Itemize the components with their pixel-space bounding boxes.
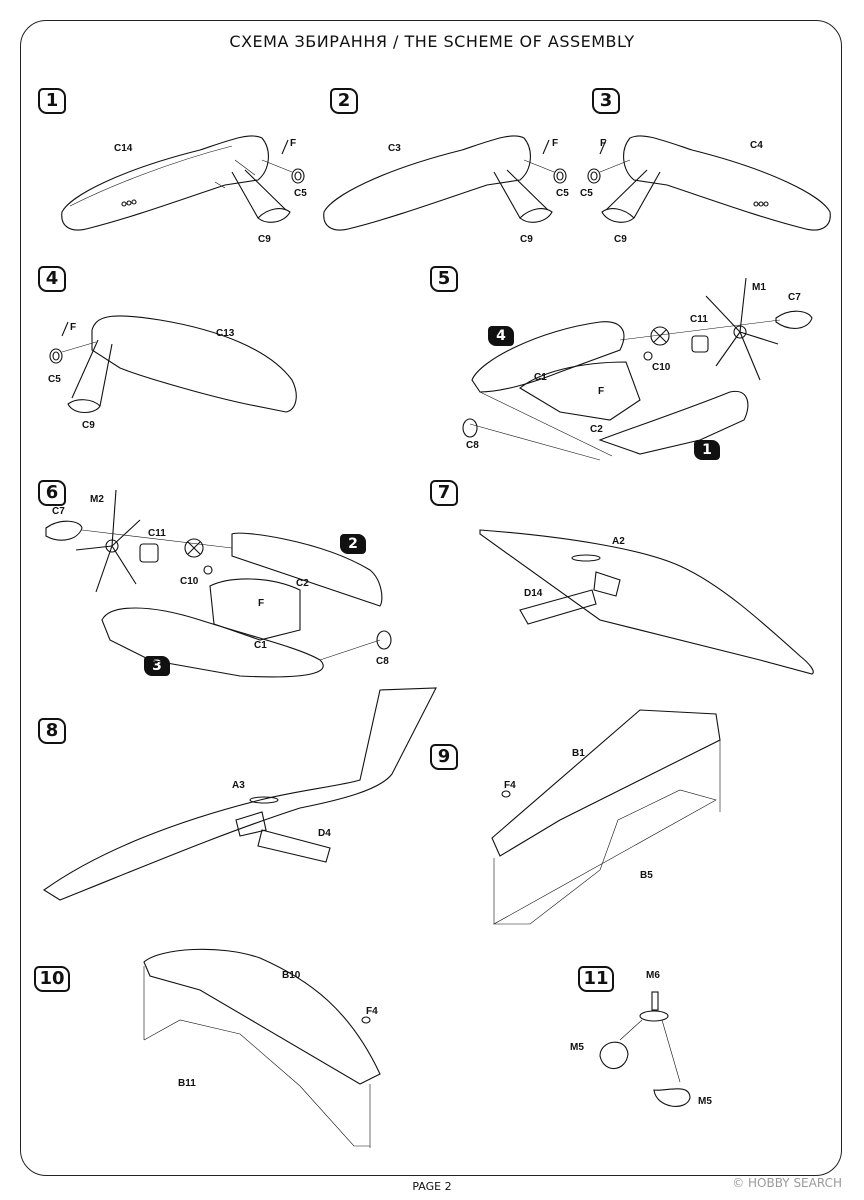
label-c1: C1: [254, 640, 267, 651]
step-4-number: 4: [38, 266, 66, 292]
label-m5: M5: [698, 1096, 712, 1107]
label-c8: C8: [466, 440, 479, 451]
label-c10: C10: [180, 576, 199, 587]
step-5-assembly-icon: [462, 277, 813, 461]
step-9-stabilizer-icon: [491, 709, 721, 925]
label-c11: C11: [148, 528, 166, 539]
label-c7: C7: [788, 292, 801, 303]
label-f4: F4: [366, 1006, 378, 1017]
step-6-number: 6: [38, 480, 66, 506]
label-m6: M6: [646, 970, 660, 981]
label-f: F: [552, 138, 559, 149]
label-c9: C9: [82, 420, 95, 431]
label-f: F: [290, 138, 297, 149]
page-title: СХЕМА ЗБИРАННЯ / THE SCHEME OF ASSEMBLY: [229, 32, 635, 51]
step-5-ref-1: 1: [694, 440, 720, 460]
label-c1: C1: [534, 372, 547, 383]
label-f: F: [258, 598, 265, 609]
step-5-ref-4: 4: [488, 326, 514, 346]
step-6-ref-2: 2: [340, 534, 366, 554]
step-10-number: 10: [34, 966, 70, 992]
step-2-number: 2: [330, 88, 358, 114]
label-b5: B5: [640, 870, 653, 881]
label-c8: C8: [376, 656, 389, 667]
step-7-wing-icon: [479, 529, 814, 675]
label-f: F: [598, 386, 605, 397]
step-11-number: 11: [578, 966, 614, 992]
page-number: PAGE 2: [412, 1180, 452, 1193]
label-a3: A3: [232, 780, 245, 791]
step-7-number: 7: [430, 480, 458, 506]
label-c9: C9: [258, 234, 271, 245]
label-c5: C5: [580, 188, 593, 199]
label-f: F: [70, 322, 77, 333]
label-c7: C7: [52, 506, 65, 517]
watermark: © HOBBY SEARCH: [732, 1176, 842, 1190]
label-b10: B10: [282, 970, 301, 981]
label-c13: C13: [216, 328, 235, 339]
page-frame: [20, 20, 842, 1176]
step-9-number: 9: [430, 744, 458, 770]
label-b1: B1: [572, 748, 585, 759]
label-c5: C5: [556, 188, 569, 199]
step-1-number: 1: [38, 88, 66, 114]
step-3-nacelle-icon: [587, 135, 831, 231]
step-2-nacelle-icon: [323, 135, 567, 231]
label-c10: C10: [652, 362, 671, 373]
label-f: F: [600, 138, 607, 149]
step-8-number: 8: [38, 718, 66, 744]
step-8-wing-icon: [43, 687, 437, 901]
step-6-assembly-icon: [45, 489, 392, 678]
label-m1: M1: [752, 282, 766, 293]
label-c2: C2: [590, 424, 603, 435]
step-11-wheel-icon: [599, 991, 691, 1107]
label-c2: C2: [296, 578, 309, 589]
label-m5: M5: [570, 1042, 584, 1053]
label-c5: C5: [48, 374, 61, 385]
label-c5: C5: [294, 188, 307, 199]
label-c4: C4: [750, 140, 763, 151]
label-m2: M2: [90, 494, 104, 505]
step-1-nacelle-icon: [61, 135, 305, 231]
label-c9: C9: [614, 234, 627, 245]
label-f4: F4: [504, 780, 516, 791]
label-a2: A2: [612, 536, 625, 547]
label-d4: D4: [318, 828, 331, 839]
label-d14: D14: [524, 588, 543, 599]
step-6-ref-3: 3: [144, 656, 170, 676]
step-3-number: 3: [592, 88, 620, 114]
step-4-nacelle-icon: [49, 315, 297, 414]
step-5-number: 5: [430, 266, 458, 292]
step-10-stabilizer-icon: [143, 948, 381, 1148]
label-c9: C9: [520, 234, 533, 245]
label-c3: C3: [388, 143, 401, 154]
label-c11: C11: [690, 314, 708, 325]
label-c14: C14: [114, 143, 133, 154]
label-b11: B11: [178, 1078, 196, 1089]
